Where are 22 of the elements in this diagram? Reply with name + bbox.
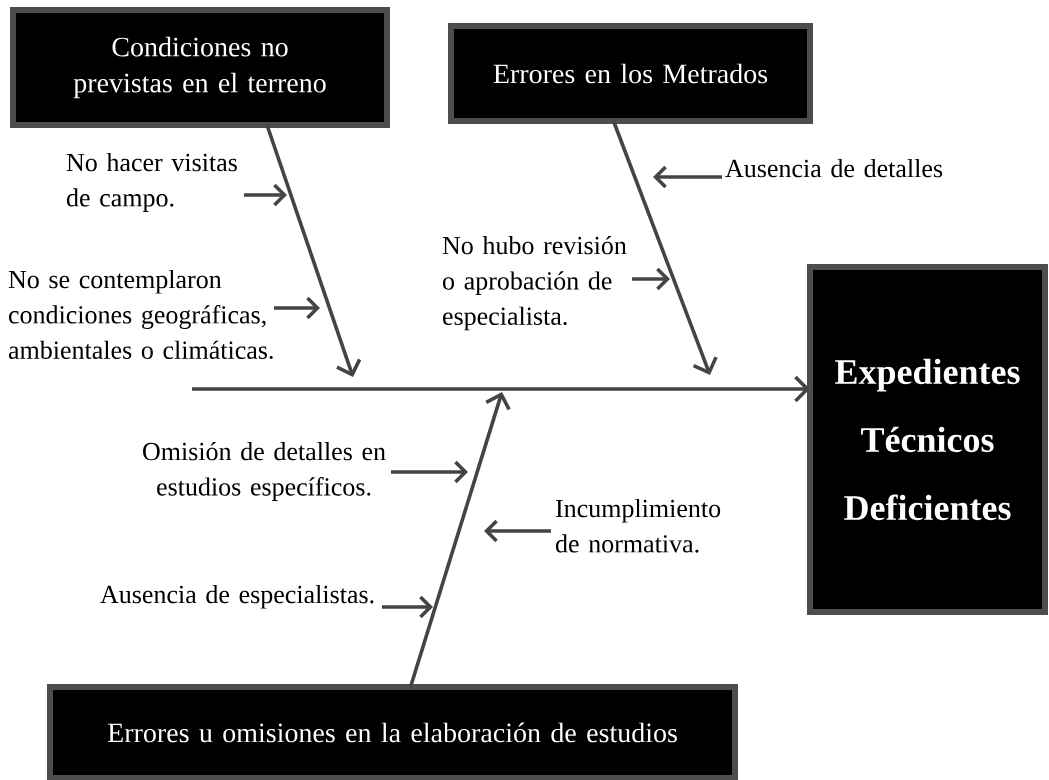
effect-box: Expedientes Técnicos Deficientes [807,264,1048,615]
cause-box: Errores en los Metrados [448,23,813,124]
cause-label: Omisión de detalles en estudios específicos. [143,442,386,501]
cause-label: Incumplimiento de normativa. [555,499,721,553]
arrow [382,595,433,619]
bone-arrow [611,120,718,375]
bone-arrow [408,392,511,688]
bone-arrow [265,124,362,377]
cause-box: Condiciones no previstas en el terreno [10,7,390,128]
cause-label: No se contemplaron condiciones geográficas, ambientales o climáticas. [8,270,273,360]
cause-label: Ausencia de detalles [725,159,943,178]
cause-box: Errores u omisiones en la elaboración de estudios [47,684,738,780]
arrow [653,165,722,189]
arrow [391,460,468,484]
cause-label: No hacer visitas de campo. [66,153,237,212]
arrow [632,267,670,291]
arrow [244,183,287,207]
cause-label: Ausencia de especialistas. [100,585,374,609]
arrow [484,519,551,543]
arrow [274,296,320,320]
spine-arrow [192,375,810,403]
cause-label: No hubo revisión o aprobación de especialista. [442,236,627,331]
